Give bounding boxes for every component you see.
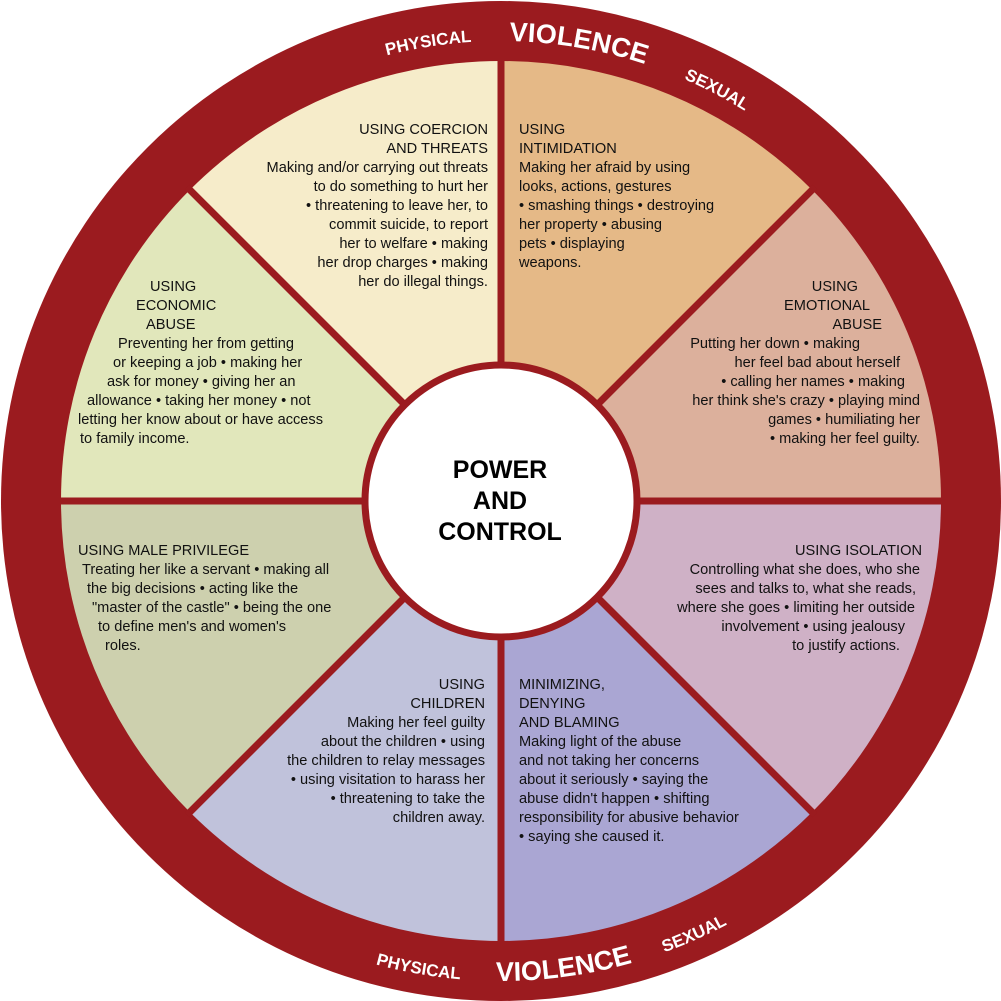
- segment-body-line: or keeping a job • making her: [113, 355, 303, 371]
- segment-coercion-threats: USING COERCION AND THREATS Making and/or c…: [267, 121, 488, 292]
- segment-body-line: • threatening to take the: [330, 791, 485, 807]
- segment-body-line: her to welfare • making: [339, 236, 488, 252]
- center-circle: [361, 361, 641, 641]
- segment-body-line: her do illegal things.: [358, 274, 488, 290]
- segment-body-line: Making her feel guilty: [347, 715, 485, 731]
- segment-heading: USING: [811, 279, 858, 295]
- segment-body-line: letting her know about or have access: [78, 412, 323, 428]
- segment-minimizing: MINIMIZING, DENYING AND BLAMING Making ligh…: [519, 676, 739, 847]
- segment-body-line: • making her feel guilty.: [769, 431, 920, 447]
- segment-body-line: where she goes • limiting her outside: [677, 600, 915, 616]
- segment-heading: AND BLAMING: [519, 715, 620, 731]
- segment-body-line: • smashing things • destroying: [519, 198, 715, 214]
- segment-body-line: her property • abusing: [519, 217, 663, 233]
- segment-body-line: • using visitation to harass her: [290, 772, 485, 788]
- center-line: AND: [472, 487, 528, 515]
- segment-emotional-abuse: USING EMOTIONAL ABUSE Putting her down • ma…: [690, 278, 922, 449]
- segment-isolation: USING ISOLATION Controlling what she does…: [677, 542, 922, 656]
- segment-body-line: to do something to hurt her: [313, 179, 488, 195]
- center-line: POWER: [452, 456, 548, 484]
- segment-body-line: Putting her down • making: [690, 336, 860, 352]
- segment-heading: ABUSE: [146, 317, 196, 333]
- segment-body-line: to define men's and women's: [98, 619, 287, 635]
- segment-intimidation: USING INTIMIDATION Making her afraid by us…: [519, 121, 714, 273]
- segment-body-line: the big decisions • acting like the: [87, 581, 299, 597]
- segment-body-line: sees and talks to, what she reads,: [695, 581, 916, 597]
- segment-body-line: Making and/or carrying out threats: [266, 160, 488, 176]
- segment-body-line: • saying she caused it.: [519, 829, 665, 845]
- segment-heading: ECONOMIC: [136, 298, 217, 314]
- segment-heading: INTIMIDATION: [519, 141, 617, 157]
- segment-heading: USING: [438, 677, 485, 693]
- segment-body-line: to family income.: [80, 431, 190, 447]
- segment-body-line: her think she's crazy • playing mind: [692, 393, 920, 409]
- segment-body-line: roles.: [105, 638, 141, 654]
- segment-body-line: her feel bad about herself: [734, 355, 900, 371]
- segment-body-line: weapons.: [519, 255, 582, 271]
- segment-heading: MINIMIZING,: [519, 677, 605, 693]
- segment-body-line: commit suicide, to report: [329, 217, 488, 233]
- segment-body-line: Making light of the abuse: [519, 734, 682, 750]
- segment-heading: EMOTIONAL: [784, 298, 870, 314]
- segment-body-line: • threatening to leave her, to: [306, 198, 488, 214]
- segment-heading: CHILDREN: [410, 696, 485, 712]
- segment-body-line: children away.: [392, 810, 485, 826]
- segment-body-line: • calling her names • making: [721, 374, 905, 390]
- segment-heading: DENYING: [519, 696, 586, 712]
- segment-body-line: involvement • using jealousy: [721, 619, 905, 635]
- segment-body-line: Controlling what she does, who she: [689, 562, 920, 578]
- center-title: POWER AND CONTROL: [400, 455, 600, 548]
- center-line: CONTROL: [438, 518, 562, 546]
- segment-body-line: Making her afraid by using: [519, 160, 691, 176]
- segment-children: USING CHILDREN Making her feel guilty about…: [287, 676, 485, 828]
- segment-body-line: "master of the castle" • being the one: [92, 600, 332, 616]
- segment-heading: ABUSE: [832, 317, 882, 333]
- segment-heading: USING COERCION: [359, 122, 488, 138]
- segment-body-line: ask for money • giving her an: [107, 374, 296, 390]
- segment-economic-abuse: USING ECONOMIC ABUSE Preventing her from ge…: [78, 278, 323, 449]
- segment-body-line: abuse didn't happen • shifting: [519, 791, 710, 807]
- segment-heading: USING: [150, 279, 197, 295]
- segment-body-line: about the children • using: [320, 734, 485, 750]
- segment-heading: USING: [519, 122, 566, 138]
- segment-body-line: looks, actions, gestures: [519, 179, 672, 195]
- segment-heading: USING MALE PRIVILEGE: [78, 543, 250, 559]
- segment-body-line: responsibility for abusive behavior: [519, 810, 739, 826]
- segment-body-line: about it seriously • saying the: [519, 772, 709, 788]
- segment-body-line: Treating her like a servant • making all: [82, 562, 330, 578]
- segment-body-line: the children to relay messages: [287, 753, 485, 769]
- segment-heading: USING ISOLATION: [794, 543, 922, 559]
- segment-body-line: Preventing her from getting: [118, 336, 295, 352]
- segment-heading: AND THREATS: [386, 141, 488, 157]
- segment-body-line: and not taking her concerns: [519, 753, 700, 769]
- segment-male-privilege: USING MALE PRIVILEGE Treating her like a …: [78, 542, 331, 656]
- segment-body-line: games • humiliating her: [768, 412, 920, 428]
- segment-body-line: allowance • taking her money • not: [87, 393, 311, 409]
- segment-body-line: pets • displaying: [519, 236, 625, 252]
- segment-body-line: to justify actions.: [792, 638, 900, 654]
- segment-body-line: her drop charges • making: [317, 255, 488, 271]
